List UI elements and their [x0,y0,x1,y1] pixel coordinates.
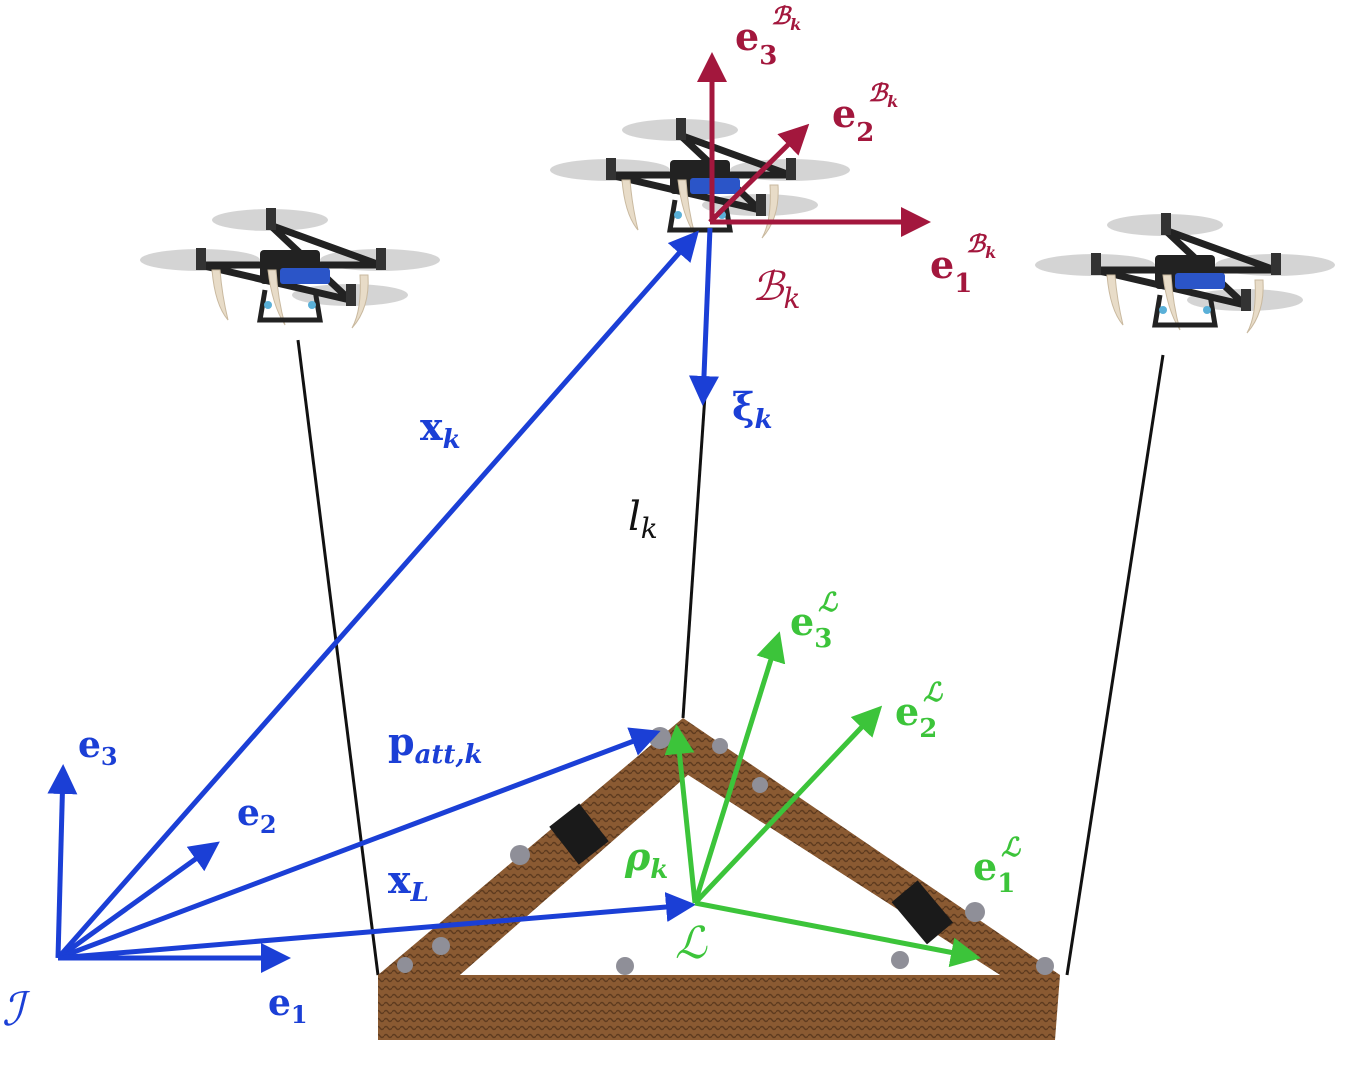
arrow-eL2 [693,705,883,905]
cable-left [296,339,380,976]
label-eB2: e2ℬk [832,78,898,148]
label-L-frame: ℒ [675,918,708,969]
label-eL2: e2ℒ [895,678,943,744]
label-I-frame: ℐ [2,982,31,1036]
label-eL1: e1ℒ [973,833,1021,899]
arrow-patt [57,727,661,961]
arrow-eL1 [694,900,981,968]
arrow-eL3 [692,631,786,904]
label-eB1: e1ℬk [930,229,996,299]
label-e1: e1 [268,982,308,1029]
arrow-e2 [56,841,220,961]
arrow-xi [688,227,719,406]
label-eL3: e3ℒ [790,588,838,654]
label-xi: ξk [732,384,773,435]
label-xk: xk [420,404,461,455]
drone-left [140,208,440,328]
label-e2: e2 [237,792,277,839]
arrow-e3 [47,764,78,959]
arrow-eB2 [708,123,810,224]
arrow-rho [664,724,698,904]
arrow-xL [57,892,696,961]
label-patt: patt,k [388,719,483,770]
label-B-frame: ℬk [752,264,800,315]
label-lk: lk [628,494,658,545]
cable-center [681,394,707,719]
drone-right [1035,213,1335,333]
arrow-xk [56,230,699,960]
label-xL: xL [388,857,429,908]
cable-right [1065,354,1165,976]
label-eB3: e3ℬk [735,1,801,71]
label-rho: ρk [624,834,668,885]
triangular-load [378,718,1060,1040]
label-e3: e3 [78,724,118,771]
